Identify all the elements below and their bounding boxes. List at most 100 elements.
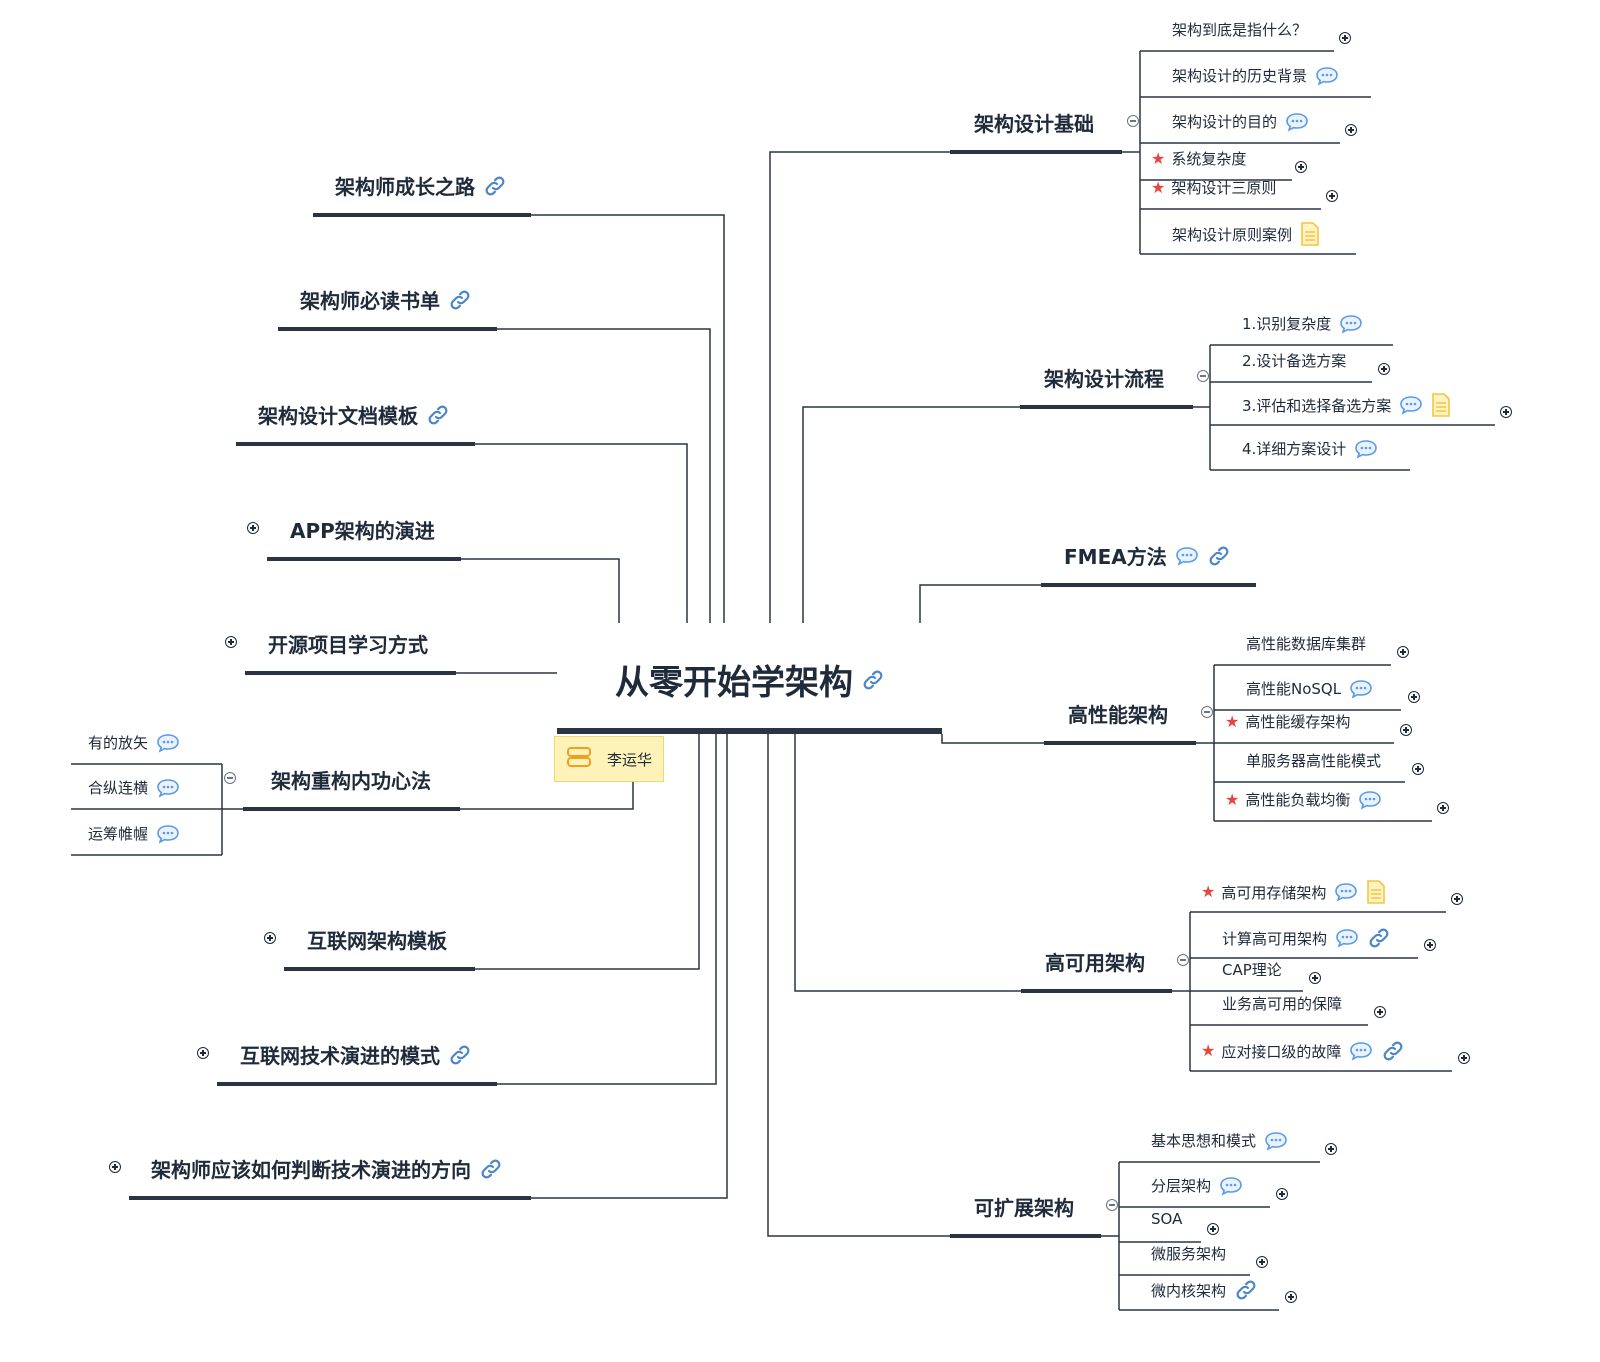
right-topic-4[interactable]: 高性能架构 — [1068, 699, 1168, 728]
comment-icon[interactable] — [1354, 439, 1378, 459]
expand-icon[interactable] — [225, 636, 237, 648]
right-subtopic-5-4[interactable]: 业务高可用的保障 — [1222, 993, 1342, 1014]
comment-icon[interactable] — [1175, 546, 1199, 566]
right-subtopic-4-3[interactable]: ★高性能缓存架构 — [1225, 711, 1350, 732]
comment-icon[interactable] — [156, 733, 180, 753]
link-icon[interactable] — [479, 1157, 503, 1181]
comment-icon[interactable] — [1399, 395, 1423, 415]
comment-icon[interactable] — [1349, 679, 1373, 699]
right-subtopic-1-5[interactable]: ★架构设计三原则 — [1151, 177, 1276, 198]
comment-icon[interactable] — [1264, 1131, 1288, 1151]
right-subtopic-1-1[interactable]: 架构到底是指什么？ — [1172, 19, 1307, 40]
link-icon[interactable] — [483, 174, 507, 198]
expand-icon[interactable] — [1408, 691, 1420, 703]
expand-icon[interactable] — [1424, 939, 1436, 951]
collapse-icon[interactable] — [1177, 954, 1189, 966]
link-icon[interactable] — [861, 668, 885, 692]
left-subtopic-3[interactable]: 运筹帷幄 — [88, 823, 180, 844]
comment-icon[interactable] — [1358, 790, 1382, 810]
right-subtopic-1-4[interactable]: ★系统复杂度 — [1151, 148, 1246, 169]
right-topic-2[interactable]: 架构设计流程 — [1044, 363, 1164, 392]
expand-icon[interactable] — [1339, 32, 1351, 44]
comment-icon[interactable] — [156, 778, 180, 798]
expand-icon[interactable] — [1451, 893, 1463, 905]
expand-icon[interactable] — [1378, 363, 1390, 375]
link-icon[interactable] — [1207, 544, 1231, 568]
comment-icon[interactable] — [1285, 112, 1309, 132]
right-subtopic-1-2[interactable]: 架构设计的历史背景 — [1172, 65, 1339, 86]
right-subtopic-2-2[interactable]: 2.设计备选方案 — [1242, 350, 1346, 371]
link-icon[interactable] — [1367, 926, 1391, 950]
collapse-icon[interactable] — [1197, 370, 1209, 382]
left-topic-7[interactable]: 互联网架构模板 — [307, 925, 447, 954]
right-subtopic-2-3[interactable]: 3.评估和选择备选方案 — [1242, 393, 1451, 417]
expand-icon[interactable] — [1374, 1006, 1386, 1018]
expand-icon[interactable] — [1437, 802, 1449, 814]
expand-icon[interactable] — [1412, 763, 1424, 775]
expand-icon[interactable] — [247, 522, 259, 534]
expand-icon[interactable] — [1397, 646, 1409, 658]
right-topic-5[interactable]: 高可用架构 — [1045, 947, 1145, 976]
right-subtopic-6-2[interactable]: 分层架构 — [1151, 1175, 1243, 1196]
expand-icon[interactable] — [1400, 724, 1412, 736]
left-topic-2[interactable]: 架构师必读书单 — [300, 285, 472, 314]
left-topic-8[interactable]: 互联网技术演进的模式 — [240, 1040, 472, 1069]
right-subtopic-4-1[interactable]: 高性能数据库集群 — [1246, 633, 1366, 654]
expand-icon[interactable] — [264, 932, 276, 944]
right-subtopic-5-1[interactable]: ★高可用存储架构 — [1201, 880, 1386, 904]
left-topic-5[interactable]: 开源项目学习方式 — [268, 629, 428, 658]
collapse-icon[interactable] — [224, 772, 236, 784]
right-subtopic-1-3[interactable]: 架构设计的目的 — [1172, 111, 1309, 132]
expand-icon[interactable] — [1326, 190, 1338, 202]
right-subtopic-5-5[interactable]: ★应对接口级的故障 — [1201, 1039, 1405, 1063]
collapse-icon[interactable] — [1127, 115, 1139, 127]
expand-icon[interactable] — [1345, 124, 1357, 136]
link-icon[interactable] — [448, 288, 472, 312]
right-topic-3[interactable]: FMEA方法 — [1064, 541, 1231, 570]
right-subtopic-6-1[interactable]: 基本思想和模式 — [1151, 1130, 1288, 1151]
collapse-icon[interactable] — [1201, 706, 1213, 718]
link-icon[interactable] — [1234, 1278, 1258, 1302]
right-topic-1[interactable]: 架构设计基础 — [974, 108, 1094, 137]
right-subtopic-6-3[interactable]: SOA — [1151, 1210, 1182, 1228]
expand-icon[interactable] — [1458, 1052, 1470, 1064]
link-icon[interactable] — [448, 1043, 472, 1067]
author-card[interactable]: 李运华 — [554, 736, 664, 782]
comment-icon[interactable] — [156, 824, 180, 844]
left-subtopic-1[interactable]: 有的放矢 — [88, 732, 180, 753]
note-icon[interactable] — [1431, 393, 1451, 417]
left-topic-3[interactable]: 架构设计文档模板 — [258, 400, 450, 429]
right-subtopic-4-2[interactable]: 高性能NoSQL — [1246, 678, 1373, 699]
link-icon[interactable] — [1381, 1039, 1405, 1063]
note-icon[interactable] — [1300, 222, 1320, 246]
root-topic[interactable]: 从零开始学架构 — [615, 655, 885, 704]
expand-icon[interactable] — [1276, 1188, 1288, 1200]
left-topic-4[interactable]: APP架构的演进 — [290, 515, 435, 544]
right-subtopic-2-1[interactable]: 1.识别复杂度 — [1242, 313, 1363, 334]
left-topic-6[interactable]: 架构重构内功心法 — [271, 765, 431, 794]
collapse-icon[interactable] — [1106, 1199, 1118, 1211]
expand-icon[interactable] — [1256, 1256, 1268, 1268]
expand-icon[interactable] — [197, 1047, 209, 1059]
comment-icon[interactable] — [1315, 66, 1339, 86]
right-subtopic-2-4[interactable]: 4.详细方案设计 — [1242, 438, 1378, 459]
note-icon[interactable] — [1366, 880, 1386, 904]
left-subtopic-2[interactable]: 合纵连横 — [88, 777, 180, 798]
expand-icon[interactable] — [1325, 1143, 1337, 1155]
comment-icon[interactable] — [1334, 882, 1358, 902]
link-icon[interactable] — [426, 403, 450, 427]
right-subtopic-6-4[interactable]: 微服务架构 — [1151, 1243, 1226, 1264]
expand-icon[interactable] — [1500, 406, 1512, 418]
right-subtopic-4-4[interactable]: 单服务器高性能模式 — [1246, 750, 1381, 771]
comment-icon[interactable] — [1349, 1041, 1373, 1061]
right-subtopic-5-2[interactable]: 计算高可用架构 — [1222, 926, 1391, 950]
comment-icon[interactable] — [1219, 1176, 1243, 1196]
left-topic-9[interactable]: 架构师应该如何判断技术演进的方向 — [151, 1154, 503, 1183]
expand-icon[interactable] — [1207, 1223, 1219, 1235]
left-topic-1[interactable]: 架构师成长之路 — [335, 171, 507, 200]
comment-icon[interactable] — [1335, 928, 1359, 948]
right-subtopic-6-5[interactable]: 微内核架构 — [1151, 1278, 1258, 1302]
expand-icon[interactable] — [1309, 972, 1321, 984]
right-subtopic-5-3[interactable]: CAP理论 — [1222, 959, 1282, 980]
expand-icon[interactable] — [1295, 161, 1307, 173]
